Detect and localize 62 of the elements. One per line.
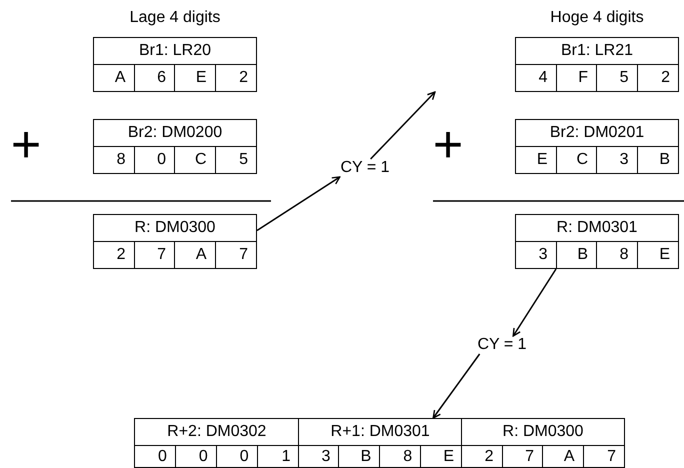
digit-cell: B xyxy=(339,446,380,467)
register-header: Br1: LR20 xyxy=(94,38,256,65)
digit-cell: C xyxy=(175,147,216,173)
carry-label: CY = 1 xyxy=(337,159,393,177)
digit-cell-text: 2 xyxy=(660,68,671,88)
digit-cell: C xyxy=(556,147,597,173)
digit-cell: 8 xyxy=(597,242,638,268)
arrow xyxy=(432,354,480,419)
digit-cell: 7 xyxy=(502,446,543,467)
digit-cell-text: 5 xyxy=(238,150,249,170)
section-title: Lage 4 digits xyxy=(128,8,222,28)
digit-cell: 0 xyxy=(134,147,175,173)
digit-cell: F xyxy=(556,65,597,91)
register-box xyxy=(134,418,300,468)
register-header: R: DM0300 xyxy=(462,419,624,446)
register-header: Br2: DM0201 xyxy=(516,120,678,147)
register-box xyxy=(515,119,679,174)
register-box xyxy=(515,37,679,92)
section-title: Hoge 4 digits xyxy=(549,8,645,28)
digit-cell: 3 xyxy=(516,242,556,268)
digit-cell: 8 xyxy=(94,147,134,173)
digit-cell: 0 xyxy=(216,446,258,467)
register-header: Br2: DM0200 xyxy=(94,120,256,147)
register-box xyxy=(93,119,257,174)
plus-sign: + xyxy=(10,119,42,171)
digit-cell: 5 xyxy=(597,65,638,91)
register-box xyxy=(93,37,257,92)
digit-cell: 2 xyxy=(462,446,502,467)
digit-cell-text: 1 xyxy=(280,447,292,467)
digit-cell: A xyxy=(543,446,584,467)
digit-cell-text: 7 xyxy=(238,245,249,265)
register-box xyxy=(515,214,679,269)
digit-cell-text: E xyxy=(442,447,455,467)
digit-cell: 2 xyxy=(94,242,134,268)
register-header: R: DM0300 xyxy=(94,215,256,242)
digit-cell: 0 xyxy=(176,446,217,467)
digit-cell-text: E xyxy=(658,245,671,265)
arrow xyxy=(512,268,557,337)
digit-cell: E xyxy=(516,147,556,173)
digit-cell-text: 7 xyxy=(606,447,617,467)
digit-cell: A xyxy=(175,242,216,268)
arrow xyxy=(370,91,436,160)
plus-sign: + xyxy=(432,119,464,171)
digit-cell: 0 xyxy=(135,446,176,467)
register-box xyxy=(298,418,463,468)
register-header: Br1: LR21 xyxy=(516,38,678,65)
register-header: R: DM0301 xyxy=(516,215,678,242)
digit-cell: 3 xyxy=(597,147,638,173)
register-box xyxy=(93,214,257,269)
digit-cell: 8 xyxy=(380,446,422,467)
digit-cell: 4 xyxy=(516,65,556,91)
digit-cell: E xyxy=(175,65,216,91)
digit-cell-text: B xyxy=(658,150,671,170)
digit-cell: 7 xyxy=(134,242,175,268)
digit-cell: B xyxy=(556,242,597,268)
register-box xyxy=(461,418,625,468)
digit-cell: 6 xyxy=(134,65,175,91)
digit-cell: A xyxy=(94,65,134,91)
digit-cell-text: 2 xyxy=(238,68,249,88)
arrow xyxy=(256,176,340,232)
carry-label: CY = 1 xyxy=(474,336,530,354)
digit-cell: 3 xyxy=(298,446,340,467)
